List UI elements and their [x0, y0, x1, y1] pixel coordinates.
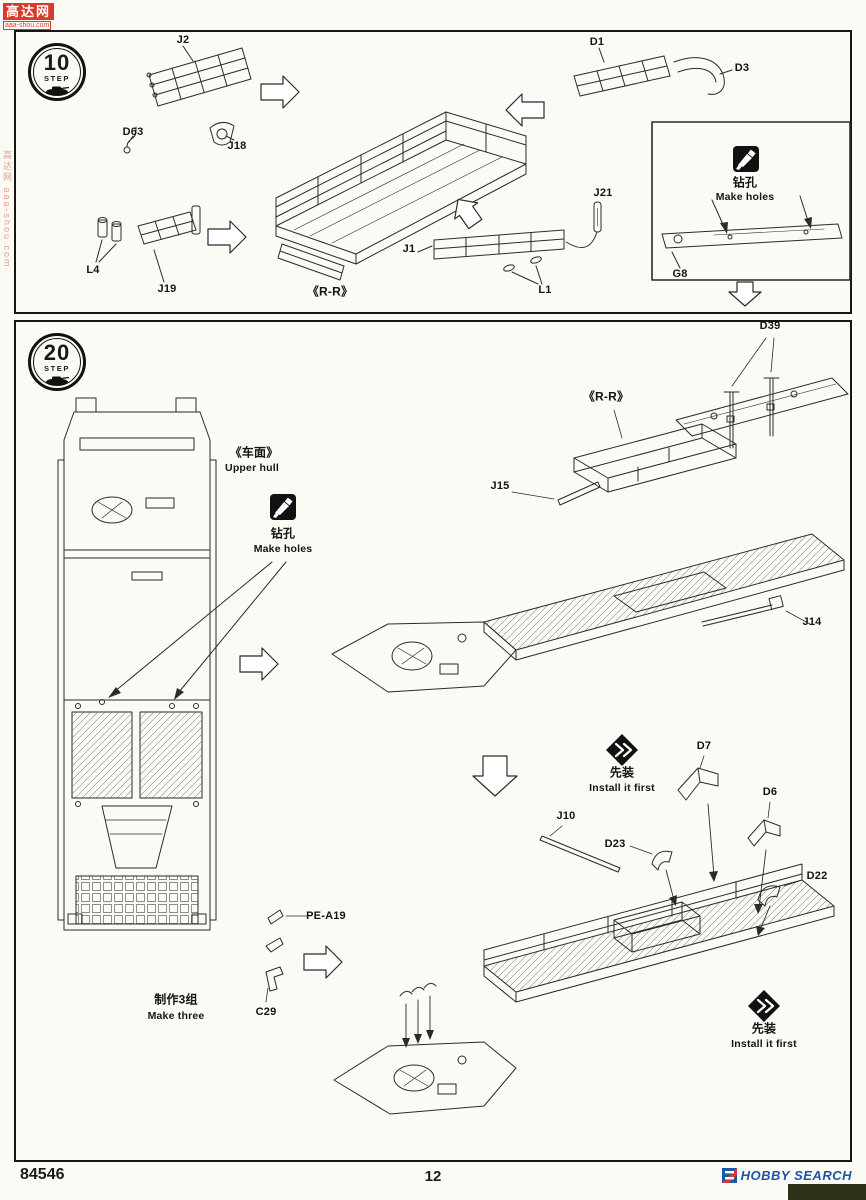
watermark-logo-text: 高达网: [3, 3, 55, 20]
part-l1-drawing: [503, 256, 543, 285]
make-three-cn: 制作3组: [154, 992, 198, 1007]
part-label-j2: J2: [176, 34, 190, 46]
part-j18-drawing: [209, 122, 235, 146]
part-j1-fence-drawing: [417, 229, 565, 260]
make-three-en: Make three: [147, 1010, 205, 1022]
tank-icon: [46, 376, 70, 385]
part-j2-rack-drawing: [146, 45, 252, 107]
arrow-left-icon: [505, 93, 545, 127]
arrow-down-icon: [472, 755, 518, 797]
part-label-l4: L4: [86, 264, 100, 276]
part-label-c29: C29: [255, 1006, 277, 1018]
part-label-j21: J21: [593, 187, 613, 199]
part-label-pe-a19: PE-A19: [306, 910, 346, 922]
part-label-j18: J18: [227, 140, 247, 152]
corner-print-block: [788, 1184, 866, 1200]
step-word: STEP: [44, 364, 70, 373]
arrow-right-icon: [260, 75, 300, 109]
tank-icon: [46, 86, 70, 95]
make-holes-cn: 钻孔: [732, 175, 758, 190]
part-label-g8: G8: [672, 268, 688, 280]
install-first-cn: 先装: [751, 1021, 777, 1036]
part-label-d6: D6: [762, 786, 778, 798]
part-label-d3: D3: [734, 62, 750, 74]
part-label-l1: L1: [538, 284, 552, 296]
part-j19-rack-drawing: [137, 205, 201, 283]
install-first-en: Install it first: [589, 782, 655, 794]
rr-note: 《R-R》: [582, 389, 630, 404]
make-holes-en: Make holes: [253, 543, 313, 555]
step-20-panel: [14, 320, 852, 1162]
arrow-down-icon: [728, 281, 762, 307]
part-label-d23: D23: [604, 838, 626, 850]
hobby-search-logo: HOBBY SEARCH: [688, 1168, 852, 1183]
upper-hull-label-en: Upper hull: [225, 462, 279, 474]
brand-hobby: HOBBY: [740, 1168, 791, 1183]
part-d63-drawing: [123, 126, 137, 154]
watermark-url: aaa-shou.com: [3, 21, 52, 30]
arrow-right-icon: [303, 945, 343, 979]
install-first-icon: [606, 734, 638, 766]
make-holes-en: Make holes: [715, 191, 775, 203]
part-d3-drawing: [673, 57, 733, 95]
kit-number: 84546: [20, 1166, 65, 1183]
part-g8-beam-drawing: [661, 195, 843, 269]
part-label-d22: D22: [806, 870, 828, 882]
upper-chassis-assembly-drawing: [331, 337, 849, 693]
stake-bed-assembly-drawing: [275, 111, 527, 281]
step-word: STEP: [44, 74, 70, 83]
flow-arrows-step10: [207, 75, 762, 307]
arrow-right-icon: [207, 220, 247, 254]
brand-search: SEARCH: [794, 1168, 852, 1183]
part-label-j10: J10: [556, 810, 576, 822]
part-label-j19: J19: [157, 283, 177, 295]
watermark-side-text: 高达网 aaa-shou.com: [2, 150, 12, 269]
part-d1-fence-drawing: [573, 47, 671, 97]
part-label-d1: D1: [589, 36, 605, 48]
page-number: 12: [424, 1168, 442, 1185]
watermark-logo: 高达网 aaa-shou.com: [3, 3, 55, 30]
step-20-badge: 20 STEP: [28, 333, 86, 391]
make-holes-cn: 钻孔: [270, 526, 296, 541]
step-10-illustration: [95, 45, 851, 307]
step-20-illustration: [57, 337, 849, 1115]
install-first-cn: 先装: [609, 765, 635, 780]
step-number: 20: [43, 340, 71, 365]
part-j21-drawing: [565, 201, 602, 248]
install-first-icon: [748, 990, 780, 1022]
step-10-badge: 10 STEP: [28, 43, 86, 101]
arrow-up-left-icon: [454, 198, 483, 230]
drill-icon: [733, 146, 759, 172]
arrow-right-icon: [239, 647, 279, 681]
rr-note: 《R-R》: [306, 284, 354, 299]
part-label-d39: D39: [759, 320, 781, 332]
install-first-en: Install it first: [731, 1038, 797, 1050]
part-l4-drawing: [95, 217, 122, 263]
make-holes-pointer-arrows: [108, 561, 287, 700]
step-number: 10: [43, 50, 71, 75]
make-holes-box-drawing: [651, 121, 851, 281]
part-label-j14: J14: [802, 616, 822, 628]
part-label-d7: D7: [696, 740, 712, 752]
drill-icon: [270, 494, 296, 520]
upper-hull-label-cn: 《车面》: [229, 445, 279, 460]
part-label-d63: D63: [122, 126, 144, 138]
flow-arrows-step20: [239, 647, 343, 979]
lower-chassis-assembly-drawing: [265, 755, 835, 1115]
part-label-j15: J15: [490, 480, 510, 492]
hobby-search-icon: [721, 1168, 737, 1183]
part-label-j1: J1: [402, 243, 416, 255]
upper-hull-top-view-drawing: [57, 397, 217, 931]
step-10-panel: [14, 30, 852, 314]
